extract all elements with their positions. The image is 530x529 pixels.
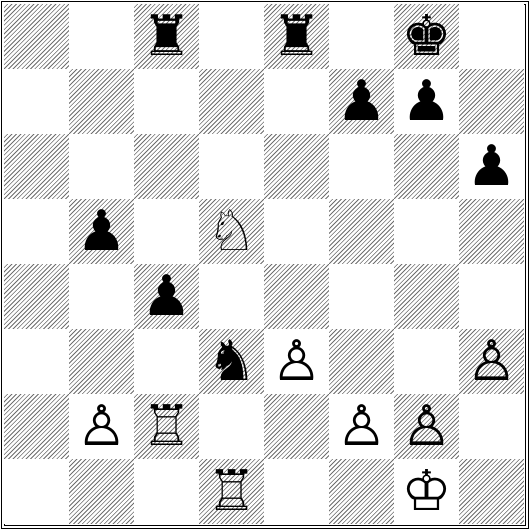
square-g4[interactable] (394, 264, 459, 329)
black-knight-icon[interactable]: ♞ (199, 329, 264, 394)
square-d6[interactable] (199, 134, 264, 199)
square-g6[interactable] (394, 134, 459, 199)
square-c3[interactable] (134, 329, 199, 394)
square-d7[interactable] (199, 69, 264, 134)
black-rook-icon[interactable]: ♜ (264, 4, 329, 69)
square-e6[interactable] (264, 134, 329, 199)
square-e8[interactable]: ♜ (264, 4, 329, 69)
black-pawn-icon[interactable]: ♟ (134, 264, 199, 329)
square-a3[interactable] (4, 329, 69, 394)
square-a8[interactable] (4, 4, 69, 69)
black-pawn-icon[interactable]: ♟ (459, 134, 524, 199)
square-a6[interactable] (4, 134, 69, 199)
square-f6[interactable] (329, 134, 394, 199)
square-b6[interactable] (69, 134, 134, 199)
chess-board[interactable]: ♜♜♚♟♟♟♟♘♟♞♙♙♙♖♙♙♖♔ (4, 4, 524, 524)
square-g8[interactable]: ♚ (394, 4, 459, 69)
square-f2[interactable]: ♙ (329, 394, 394, 459)
square-f8[interactable] (329, 4, 394, 69)
square-h5[interactable] (459, 199, 524, 264)
square-b8[interactable] (69, 4, 134, 69)
square-c6[interactable] (134, 134, 199, 199)
square-d1[interactable]: ♖ (199, 459, 264, 524)
white-king-icon[interactable]: ♔ (394, 459, 459, 524)
square-d8[interactable] (199, 4, 264, 69)
square-c4[interactable]: ♟ (134, 264, 199, 329)
black-king-icon[interactable]: ♚ (394, 4, 459, 69)
square-h3[interactable]: ♙ (459, 329, 524, 394)
square-c7[interactable] (134, 69, 199, 134)
square-a4[interactable] (4, 264, 69, 329)
square-e7[interactable] (264, 69, 329, 134)
square-a7[interactable] (4, 69, 69, 134)
white-pawn-icon[interactable]: ♙ (264, 329, 329, 394)
square-e3[interactable]: ♙ (264, 329, 329, 394)
black-pawn-icon[interactable]: ♟ (69, 199, 134, 264)
square-e2[interactable] (264, 394, 329, 459)
white-pawn-icon[interactable]: ♙ (394, 394, 459, 459)
square-e1[interactable] (264, 459, 329, 524)
square-e5[interactable] (264, 199, 329, 264)
square-b1[interactable] (69, 459, 134, 524)
square-g2[interactable]: ♙ (394, 394, 459, 459)
square-c8[interactable]: ♜ (134, 4, 199, 69)
square-a5[interactable] (4, 199, 69, 264)
square-f7[interactable]: ♟ (329, 69, 394, 134)
square-f5[interactable] (329, 199, 394, 264)
square-a1[interactable] (4, 459, 69, 524)
square-h8[interactable] (459, 4, 524, 69)
square-h4[interactable] (459, 264, 524, 329)
square-f3[interactable] (329, 329, 394, 394)
square-b2[interactable]: ♙ (69, 394, 134, 459)
square-g7[interactable]: ♟ (394, 69, 459, 134)
square-b4[interactable] (69, 264, 134, 329)
square-b7[interactable] (69, 69, 134, 134)
square-a2[interactable] (4, 394, 69, 459)
white-knight-icon[interactable]: ♘ (199, 199, 264, 264)
square-b3[interactable] (69, 329, 134, 394)
square-d3[interactable]: ♞ (199, 329, 264, 394)
square-f4[interactable] (329, 264, 394, 329)
square-c2[interactable]: ♖ (134, 394, 199, 459)
black-pawn-icon[interactable]: ♟ (329, 69, 394, 134)
square-c5[interactable] (134, 199, 199, 264)
square-h1[interactable] (459, 459, 524, 524)
square-g1[interactable]: ♔ (394, 459, 459, 524)
black-pawn-icon[interactable]: ♟ (394, 69, 459, 134)
square-h6[interactable]: ♟ (459, 134, 524, 199)
black-rook-icon[interactable]: ♜ (134, 4, 199, 69)
white-pawn-icon[interactable]: ♙ (329, 394, 394, 459)
square-g5[interactable] (394, 199, 459, 264)
square-h2[interactable] (459, 394, 524, 459)
square-e4[interactable] (264, 264, 329, 329)
white-pawn-icon[interactable]: ♙ (69, 394, 134, 459)
square-f1[interactable] (329, 459, 394, 524)
white-rook-icon[interactable]: ♖ (199, 459, 264, 524)
square-b5[interactable]: ♟ (69, 199, 134, 264)
square-d5[interactable]: ♘ (199, 199, 264, 264)
square-g3[interactable] (394, 329, 459, 394)
square-d2[interactable] (199, 394, 264, 459)
white-pawn-icon[interactable]: ♙ (459, 329, 524, 394)
square-d4[interactable] (199, 264, 264, 329)
square-h7[interactable] (459, 69, 524, 134)
square-c1[interactable] (134, 459, 199, 524)
white-rook-icon[interactable]: ♖ (134, 394, 199, 459)
